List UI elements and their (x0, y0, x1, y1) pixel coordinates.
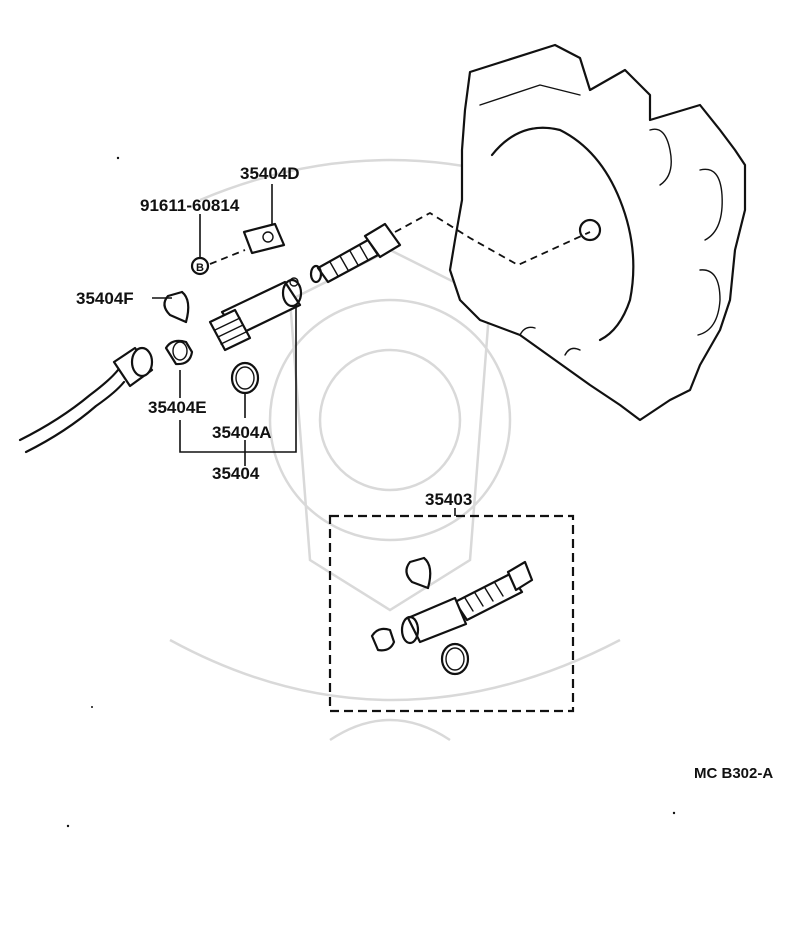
label-35404: 35404 (212, 464, 260, 483)
label-91611-60814: 91611-60814 (140, 196, 240, 215)
o-ring-part (230, 361, 260, 395)
retainer-block-part (242, 222, 286, 255)
clip-part (163, 290, 190, 324)
label-35404A: 35404A (212, 423, 272, 442)
sleeve-body-part (208, 277, 303, 352)
label-35403: 35403 (425, 490, 472, 509)
transmission-case (448, 43, 747, 422)
label-35404F: 35404F (76, 289, 134, 308)
label-35404E: 35404E (148, 398, 207, 417)
bolt-symbol: B (190, 256, 210, 276)
scan-specks (66, 156, 676, 828)
label-35404D: 35404D (240, 164, 300, 183)
grommet-part (164, 339, 194, 366)
kit-box (328, 514, 575, 713)
bolt-symbol-label: B (196, 262, 204, 274)
driven-gear-part (309, 222, 402, 284)
speedometer-cable (18, 346, 154, 454)
figure-code: MC B302-A (694, 765, 773, 782)
assembly-centerline (209, 211, 591, 267)
leader-lines (152, 184, 456, 516)
